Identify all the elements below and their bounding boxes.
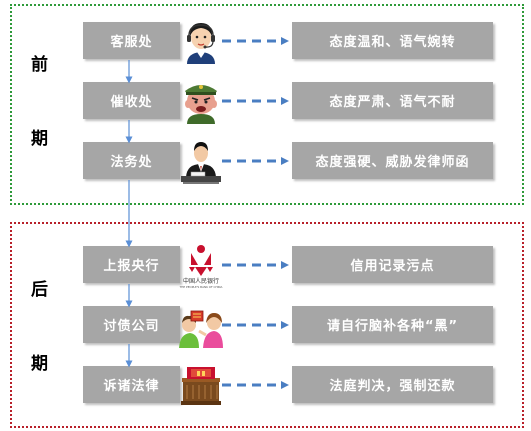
- late-stage-label-char-2: 期: [31, 354, 48, 374]
- customer-service-headset-icon: [187, 23, 215, 64]
- step-legal-dept-box: 法务处: [83, 142, 180, 179]
- result-credit-stain-box: 信用记录污点: [292, 246, 493, 283]
- late-stage-label-char-1: 后: [31, 280, 48, 300]
- result-gentle-tone-box: 态度温和、语气婉转: [292, 22, 493, 59]
- early-stage-panel: [10, 4, 524, 205]
- central-bank-logo-subtext: THE PEOPLE'S BANK OF CHINA: [179, 285, 223, 289]
- court-gavel-icon: [181, 367, 221, 405]
- early-stage-label-char-2: 期: [31, 129, 48, 149]
- late-stage-panel: [10, 222, 524, 428]
- step-debt-collector-box: 讨债公司: [83, 306, 180, 343]
- angry-officer-icon: [185, 85, 217, 124]
- lawyer-at-desk-icon: [181, 142, 221, 184]
- result-imagine-black-box: 请自行脑补各种“黑”: [292, 306, 493, 343]
- central-bank-logo-text: 中国人民银行: [183, 277, 219, 285]
- result-court-judgment-box: 法庭判决，强制还款: [292, 366, 493, 403]
- early-stage-label-char-1: 前: [31, 55, 48, 75]
- result-legal-threat-box: 态度强硬、威胁发律师函: [292, 142, 493, 179]
- step-report-central-bank-box: 上报央行: [83, 246, 180, 283]
- step-collection-dept-box: 催收处: [83, 82, 180, 119]
- step-lawsuit-box: 诉诸法律: [83, 366, 180, 403]
- result-stern-tone-box: 态度严肃、语气不耐: [292, 82, 493, 119]
- central-bank-logo-icon: 中国人民银行 THE PEOPLE'S BANK OF CHINA: [179, 245, 223, 289]
- debt-collectors-icon: [179, 310, 223, 348]
- step-customer-service-box: 客服处: [83, 22, 180, 59]
